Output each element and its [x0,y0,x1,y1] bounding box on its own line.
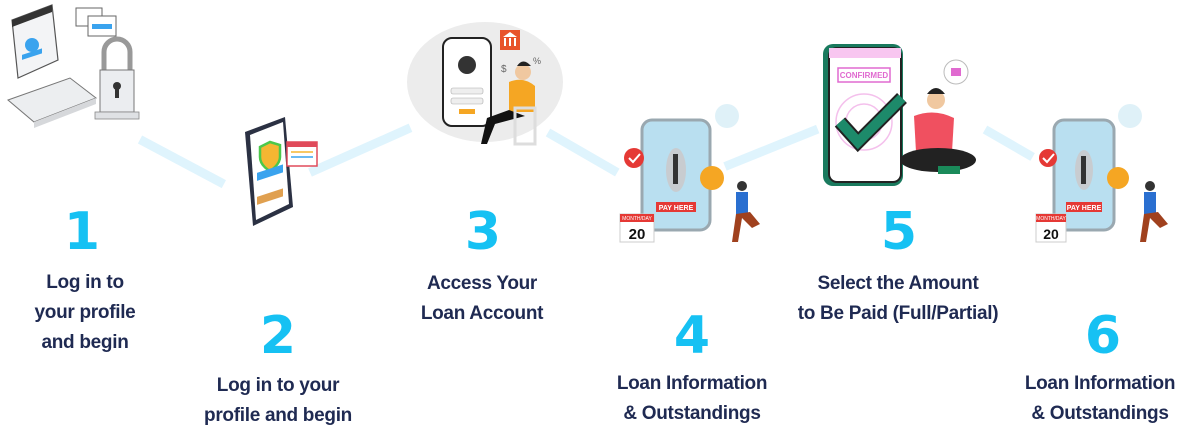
running-man-icon [732,181,760,242]
step-label-6: Loan Information & Outstandings [1024,373,1176,424]
smartphone-icon [442,37,492,127]
calendar-icon: MONTH/DAY 20 [1035,213,1067,243]
padlock-icon [94,36,140,120]
check-badge-icon [624,148,644,168]
step-label-1: Log in to your profile and begin [34,272,136,353]
smartphone-icon: CONFIRMED [823,44,903,186]
running-man-icon [1140,181,1168,242]
step-label-5: Select the Amount to Be Paid (Full/Parti… [797,273,999,324]
step-label-4: Loan Information & Outstandings [616,373,768,424]
step-number-6: 6 [1084,306,1122,366]
svg-text:MONTH/DAY: MONTH/DAY [622,216,652,222]
connector-5-6 [982,125,1035,161]
phone-icon: PAY HERE [1052,118,1116,232]
phone-security-shield-illustration [245,117,318,226]
coin-icon [1107,167,1129,189]
pay-here-phone-illustration-step6: PAY HERE MONTH/DAY 20 [1035,104,1168,243]
step-label-2: Log in to your profile and begin [204,375,352,426]
connector-1-2 [137,135,226,189]
svg-text:PAY HERE: PAY HERE [1067,205,1102,212]
dollar-sign-icon: $ [501,64,507,75]
check-badge-icon [1039,149,1057,167]
browser-window-icon [286,141,318,167]
sitting-man-icon [900,88,976,174]
svg-text:MONTH/DAY: MONTH/DAY [1036,216,1066,222]
thumbs-up-bubble-icon [943,59,969,85]
laptop-icon [7,4,98,128]
confirmed-text: CONFIRMED [840,71,889,80]
step-label-3: Access Your Loan Account [420,273,544,324]
pay-here-phone-illustration-step4: PAY HERE MONTH/DAY 20 [619,104,760,243]
coin-icon [700,166,724,190]
step-number-1: 1 [63,202,101,262]
chat-bubbles-icon [75,7,117,37]
bank-icon [500,30,520,50]
svg-text:20: 20 [1043,226,1059,242]
seated-person-icon [481,61,537,146]
person-with-bank-app-illustration: $ % [407,22,563,146]
calendar-icon: MONTH/DAY 20 [619,213,655,243]
pay-here-text: PAY HERE [659,205,694,212]
pin-field-icon [257,188,283,205]
step-number-5: 5 [880,202,918,262]
step-number-4: 4 [673,306,711,366]
step-number-2: 2 [259,306,297,366]
phone-icon: PAY HERE [640,118,712,232]
confirmed-payment-phone-illustration: CONFIRMED [823,44,976,186]
percent-sign-icon: % [533,56,541,66]
password-field-icon [257,164,283,181]
laptop-login-lock-illustration [7,4,140,128]
step-number-3: 3 [464,202,502,262]
svg-text:20: 20 [629,226,646,243]
